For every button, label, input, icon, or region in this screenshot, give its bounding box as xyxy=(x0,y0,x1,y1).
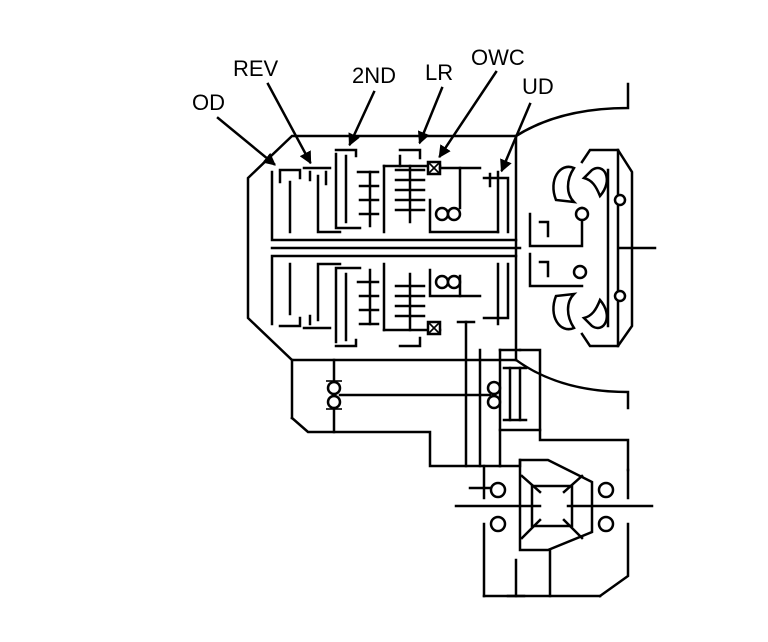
label-lr: LR xyxy=(425,60,453,85)
arrow-lr xyxy=(417,86,444,145)
label-rev: REV xyxy=(233,56,279,81)
label-owc: OWC xyxy=(471,45,525,70)
transmission-case xyxy=(246,134,522,468)
arrow-owc xyxy=(438,70,498,159)
differential xyxy=(454,458,654,598)
label-od: OD xyxy=(192,90,225,115)
label-2nd: 2ND xyxy=(352,63,396,88)
lower-clutches xyxy=(270,254,518,348)
label-ud: UD xyxy=(522,74,554,99)
upper-clutches xyxy=(270,148,518,242)
transfer-shaft xyxy=(326,320,630,472)
torque-converter xyxy=(528,148,634,348)
arrow-od xyxy=(216,116,276,166)
arrow-rev xyxy=(266,82,312,165)
